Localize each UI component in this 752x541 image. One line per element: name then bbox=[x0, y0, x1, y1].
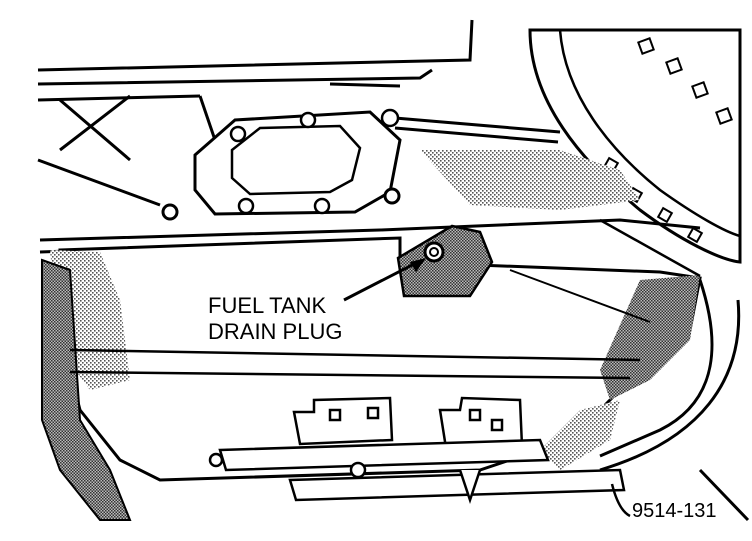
lower-brackets bbox=[208, 396, 626, 504]
body-panel bbox=[599, 279, 750, 522]
label-line-2: DRAIN PLUG bbox=[208, 319, 342, 344]
figure-number-text: 9514-131 bbox=[632, 500, 717, 522]
drain-plug bbox=[396, 224, 494, 298]
support-strap bbox=[394, 116, 561, 144]
label-line-1: FUEL TANK bbox=[208, 293, 327, 318]
floor-pan bbox=[37, 19, 474, 207]
mounting-bracket bbox=[193, 108, 402, 216]
fuel-tank bbox=[41, 150, 702, 521]
spare-tire bbox=[528, 28, 742, 264]
callout-leader bbox=[343, 258, 426, 302]
figure-number: 9514-131 bbox=[610, 483, 717, 522]
drain-plug-label: FUEL TANK DRAIN PLUG bbox=[208, 293, 342, 344]
